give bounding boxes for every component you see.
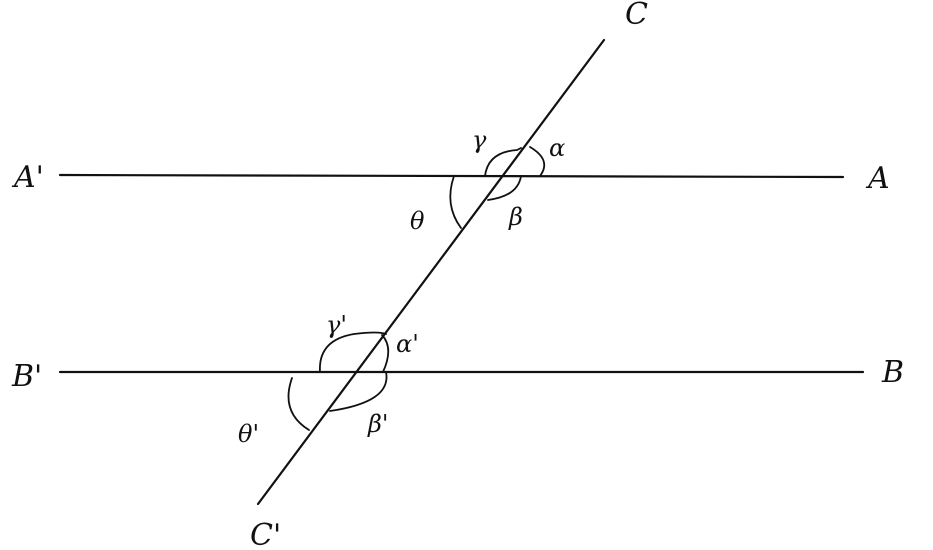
label-b-prime: B' [11,359,42,394]
label-beta: β [508,203,523,231]
label-a-prime: A' [11,160,44,195]
label-c-prime: C' [250,518,281,550]
angle-alpha-arc [529,146,546,177]
label-gamma-prime: γ' [326,311,347,339]
angle-theta-arc [449,175,462,229]
transversal-c-prime-c [256,38,606,506]
angle-theta-prime-arc [287,377,310,431]
label-b: B [881,355,904,390]
label-theta: θ [410,207,425,235]
line-a-prime-a [58,173,845,179]
label-theta-prime: θ' [238,420,259,448]
angle-beta-arc [487,175,522,201]
label-gamma: γ [472,126,487,154]
label-a: A [865,161,890,196]
label-c: C [625,0,648,32]
angle-gamma-prime-arc [319,331,387,373]
label-alpha-prime: α' [396,330,419,358]
label-beta-prime: β' [367,410,388,438]
angle-alpha-prime-arc [381,334,390,373]
label-alpha: α [549,134,565,162]
angle-beta-prime-arc [329,371,388,412]
angle-gamma-arc [484,147,522,177]
